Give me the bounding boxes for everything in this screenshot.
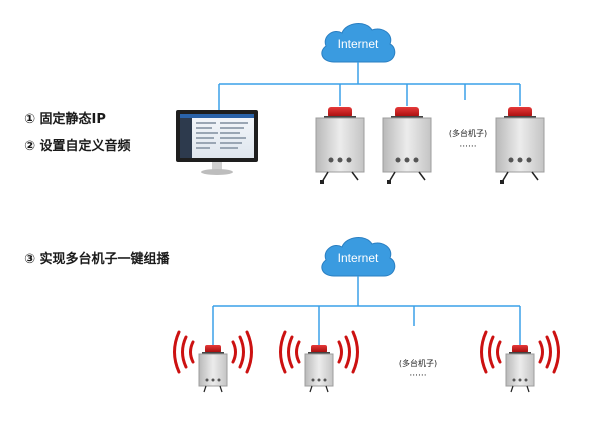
sound-waves-mid (279, 330, 359, 374)
top-cloud-label: Internet (338, 37, 379, 51)
bottom-device-3 (480, 330, 560, 393)
bottom-device-1 (173, 330, 253, 393)
bottom-cloud-label: Internet (338, 251, 379, 265)
bottom-more-dots: ······ (409, 371, 426, 381)
step-2-label: ② 设置自定义音频 (24, 139, 131, 154)
top-network: Internet (176, 23, 545, 184)
computer-monitor (176, 110, 258, 175)
top-device-2 (382, 107, 432, 184)
bottom-device-2 (279, 330, 359, 393)
top-device-1 (315, 107, 365, 184)
bottom-network: Internet (173, 237, 560, 393)
top-more-dots: ······ (459, 142, 476, 152)
top-device-3 (495, 107, 545, 184)
step-3-label: ③ 实现多台机子一键组播 (24, 252, 170, 267)
bottom-internet-cloud: Internet (321, 237, 396, 277)
bottom-more-label: (多台机子) (399, 358, 437, 368)
step-1-label: ① 固定静态IP (24, 112, 106, 127)
top-internet-cloud: Internet (321, 23, 396, 63)
top-connection-lines (218, 62, 521, 112)
bottom-connection-lines (212, 276, 521, 346)
top-more-label: (多台机子) (449, 128, 487, 138)
sound-waves-right (480, 330, 560, 374)
sound-waves-left (173, 330, 253, 374)
